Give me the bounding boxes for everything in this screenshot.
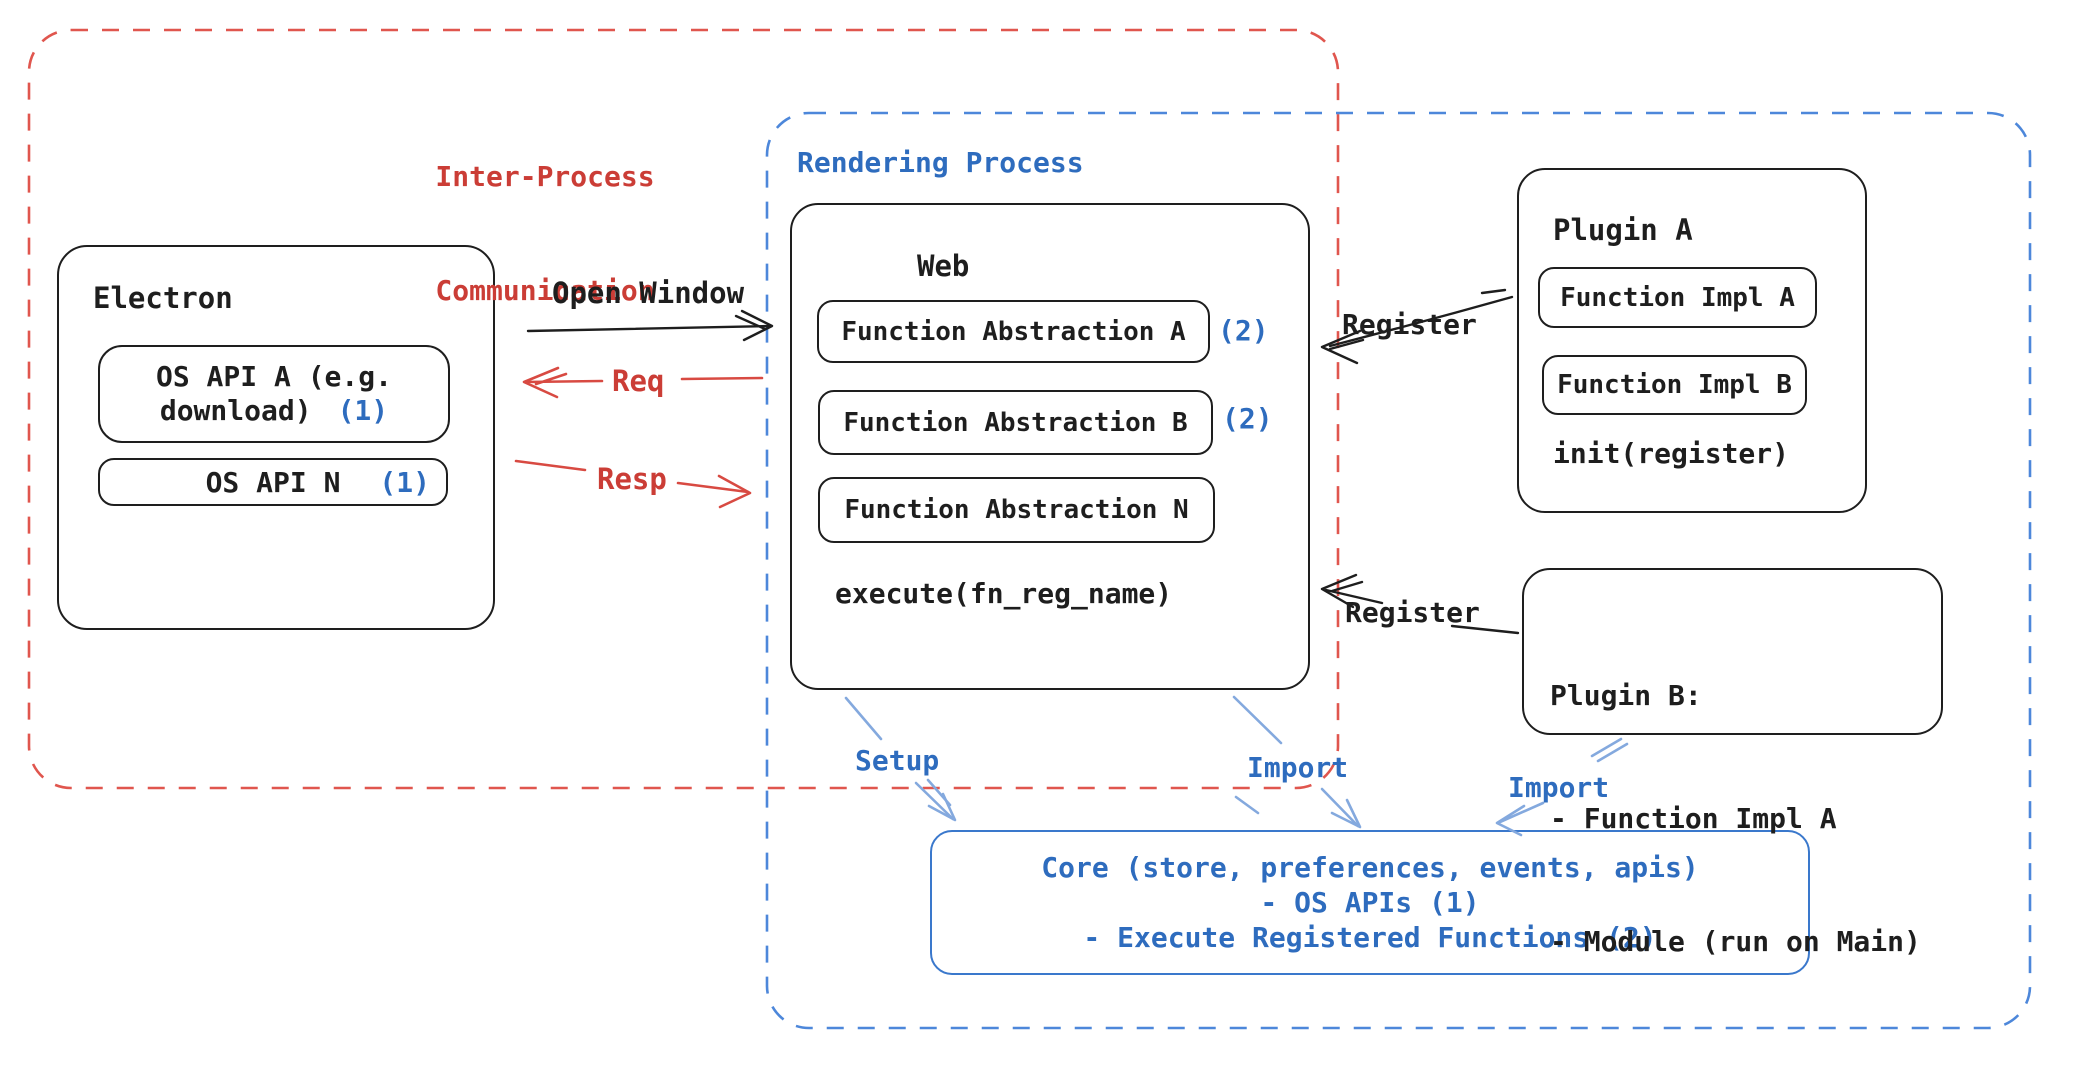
function-abstraction-b-box: Function Abstraction B: [818, 390, 1213, 455]
os-api-a-badge: (1): [337, 394, 389, 427]
function-abstraction-a-badge: (2): [1218, 314, 1269, 347]
ipc-label: Inter-Process Communication: [435, 160, 655, 307]
setup-label: Setup: [855, 744, 940, 777]
os-api-n-badge: (1): [379, 465, 430, 499]
os-api-a-line2: download): [159, 394, 312, 427]
init-register-label: init(register): [1553, 437, 1790, 470]
function-abstraction-n-box: Function Abstraction N: [818, 477, 1215, 543]
open-window-label: Open Window: [552, 276, 745, 310]
function-impl-b-label: Function Impl B: [1557, 370, 1792, 400]
os-api-n-box: OS API N (1): [98, 458, 448, 506]
import-mid-label: Import: [1247, 751, 1349, 784]
web-title: Web: [917, 249, 970, 283]
req-label: Req: [612, 364, 665, 398]
function-impl-b-box: Function Impl B: [1542, 355, 1807, 415]
function-impl-a-box: Function Impl A: [1538, 267, 1817, 328]
rendering-process-label: Rendering Process: [797, 146, 1084, 179]
function-abstraction-n-label: Function Abstraction N: [844, 495, 1189, 525]
os-api-n-label: OS API N: [205, 465, 341, 499]
function-abstraction-a-box: Function Abstraction A: [817, 300, 1210, 363]
os-api-a-line1: OS API A (e.g.: [155, 360, 392, 393]
os-api-a-box: OS API A (e.g. download) (1): [98, 345, 450, 443]
plugin-b-line1: Plugin B:: [1550, 679, 1702, 712]
plugin-b-text: Plugin B: - Function Impl A - Module (ru…: [1550, 593, 1921, 1044]
import-right-label: Import: [1508, 771, 1610, 804]
plugin-a-title: Plugin A: [1553, 213, 1693, 247]
register-top-label: Register: [1342, 308, 1477, 341]
plugin-b-line3: - Module (run on Main): [1550, 925, 1921, 958]
function-impl-a-label: Function Impl A: [1560, 282, 1795, 313]
electron-title: Electron: [93, 281, 233, 315]
function-abstraction-b-badge: (2): [1222, 402, 1273, 435]
register-bottom-label: Register: [1345, 596, 1480, 629]
function-abstraction-a-label: Function Abstraction A: [841, 316, 1186, 347]
function-abstraction-b-label: Function Abstraction B: [843, 407, 1188, 438]
execute-label: execute(fn_reg_name): [835, 577, 1173, 610]
resp-label: Resp: [597, 462, 667, 496]
core-line2: - OS APIs (1): [1260, 886, 1480, 919]
